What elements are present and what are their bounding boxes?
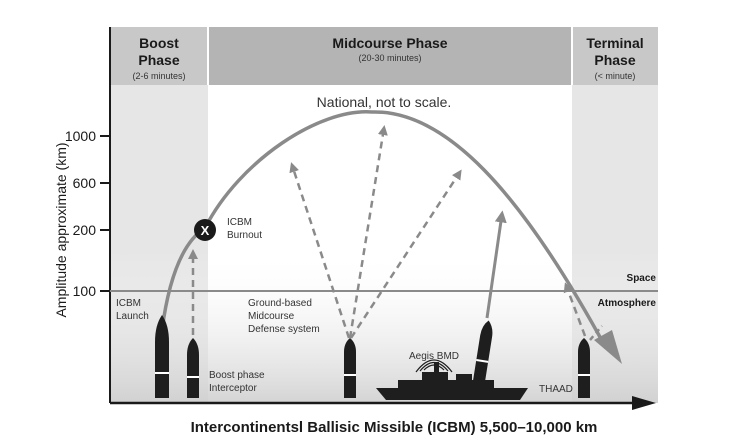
icbm-launch-label-1: ICBM	[116, 298, 141, 309]
boost-title-1: Boost	[139, 35, 179, 51]
boost-title-2: Phase	[138, 52, 179, 68]
terminal-title-2: Phase	[594, 52, 635, 68]
y-tick-label-200: 200	[73, 222, 97, 238]
thaad-label: THAAD	[539, 384, 573, 395]
burnout-marker	[194, 219, 216, 241]
x-axis-arrowhead	[632, 396, 656, 410]
terminal-header	[572, 27, 658, 85]
thaad-intercept-path-2	[589, 325, 603, 341]
y-tick-label-600: 600	[73, 175, 97, 191]
gmd-label-1: Ground-based	[248, 298, 312, 309]
icbm-missile	[155, 315, 169, 398]
gmd-label-3: Defense system	[248, 324, 320, 335]
thaad-interceptor-missile	[578, 338, 590, 398]
boost-interceptor-label-2: Interceptor	[209, 383, 257, 394]
boost-duration: (2-6 minutes)	[132, 71, 185, 81]
midcourse-duration: (20-30 minutes)	[358, 53, 421, 63]
aegis-label: Aegis BMD	[409, 351, 459, 362]
boost-header	[110, 27, 208, 85]
y-axis-label: Amplitude approximate (km)	[53, 142, 69, 317]
gmd-label-2: Midcourse	[248, 311, 295, 322]
gmd-interceptor-missile	[344, 338, 356, 398]
icbm-launch-label-2: Launch	[116, 311, 149, 322]
icbm-burnout-label-2: Burnout	[227, 230, 262, 241]
y-tick-label-1000: 1000	[65, 128, 96, 144]
burnout-x: X	[201, 223, 210, 238]
atmosphere-shading	[110, 250, 658, 403]
terminal-title-1: Terminal	[586, 35, 643, 51]
trajectory-arrowhead	[594, 330, 622, 364]
thaad-intercept-path-1	[563, 282, 587, 337]
terminal-duration: (< minute)	[595, 71, 636, 81]
aegis-interceptor-missile	[472, 320, 493, 385]
gmd-intercept-path-3	[349, 169, 462, 339]
boost-interceptor-missile	[187, 338, 199, 398]
midcourse-title: Midcourse Phase	[332, 35, 447, 51]
aegis-ship	[376, 359, 528, 400]
icbm-burnout-label-1: ICBM	[227, 217, 252, 228]
space-label: Space	[627, 273, 657, 284]
icbm-trajectory	[160, 110, 608, 349]
x-axis-label: Intercontinentsl Ballisic Missible (ICBM…	[191, 419, 598, 436]
boost-interceptor-label-1: Boost phase	[209, 370, 265, 381]
gmd-intercept-path-1	[289, 162, 351, 339]
aegis-intercept-path	[485, 210, 507, 319]
scale-note: National, not to scale.	[317, 94, 452, 110]
y-tick-label-100: 100	[73, 283, 97, 299]
atmosphere-label: Atmosphere	[598, 298, 657, 309]
